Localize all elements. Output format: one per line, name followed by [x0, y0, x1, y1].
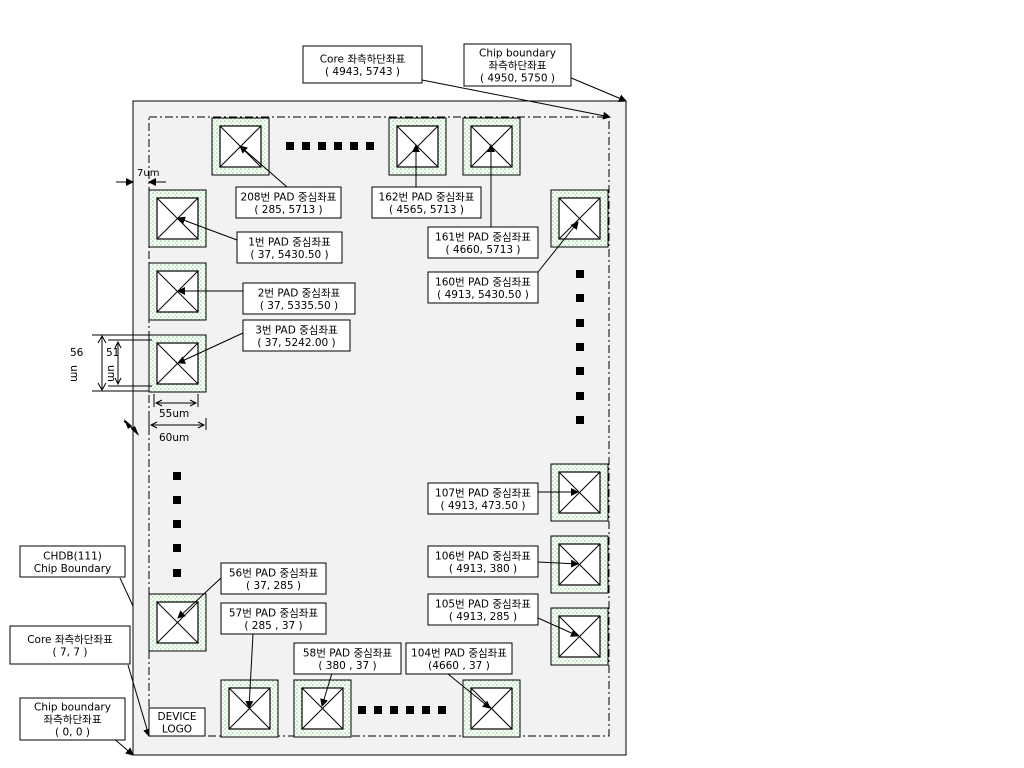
pad-2-label-line-1: 2번 PAD 중심좌표: [258, 287, 341, 299]
pad-162-label-line-1: 162번 PAD 중심좌표: [379, 191, 475, 203]
pad-1: [148, 189, 207, 248]
pad-57: [220, 679, 279, 738]
pad-3-label-line-1: 3번 PAD 중심좌표: [255, 324, 338, 336]
outer-height-unit: um: [68, 365, 80, 382]
device-logo-line-2: LOGO: [162, 723, 192, 735]
gap-dimension-label: 7um: [137, 168, 159, 179]
pad-56: [148, 593, 207, 652]
pad-1-label-line-2: ( 37, 5430.50 ): [250, 249, 328, 261]
pad-group: [148, 117, 609, 738]
pad-57-label-line-1: 57번 PAD 중심좌표: [229, 607, 319, 619]
pad-161-label-line-1: 161번 PAD 중심좌표: [435, 231, 531, 243]
pad-ellipsis-right: [576, 270, 584, 424]
pad-58-label-line-1: 58번 PAD 중심좌표: [303, 647, 393, 659]
pad-ellipsis-bottom: [358, 706, 446, 714]
outer-width-label: 60um: [159, 432, 189, 444]
pad-105-label-line-1: 105번 PAD 중심좌표: [435, 598, 531, 610]
pad-104-label-line-1: 104번 PAD 중심좌표: [411, 647, 507, 659]
pad-106: [550, 535, 609, 594]
pad-3-label-line-2: ( 37, 5242.00 ): [257, 337, 335, 349]
outer-height-value: 56: [70, 347, 84, 359]
pad-58-label: 58번 PAD 중심좌표( 380 , 37 ): [293, 642, 402, 675]
chip-top-right-callout-line-2: 좌측하단좌표: [489, 59, 547, 72]
pad-56-label: 56번 PAD 중심좌표( 37, 285 ): [220, 562, 327, 595]
pad-105-label-line-2: ( 4913, 285 ): [449, 611, 517, 623]
chip-bottom-left-callout-line-2: 좌측하단좌표: [44, 713, 102, 726]
chdb-callout-line-2: Chip Boundary: [34, 563, 111, 575]
pad-105: [550, 607, 609, 666]
pad-56-label-line-2: ( 37, 285 ): [246, 580, 301, 592]
pad-105-label: 105번 PAD 중심좌표( 4913, 285 ): [427, 593, 539, 626]
core-boundary: [148, 116, 610, 737]
pad-208-label-line-1: 208번 PAD 중심좌표: [241, 191, 337, 203]
core-top-right-callout-line-1: Core 좌측하단좌표: [320, 52, 406, 65]
core-bottom-left-callout: Core 좌측하단좌표( 7, 7 ): [9, 625, 131, 665]
pad-107-label: 107번 PAD 중심좌표( 4913, 473.50 ): [427, 482, 539, 515]
pad-57-label: 57번 PAD 중심좌표( 285 , 37 ): [220, 602, 327, 635]
pad-106-label-line-2: ( 4913, 380 ): [449, 563, 517, 575]
pad-160-label: 160번 PAD 중심좌표( 4913, 5430.50 ): [427, 271, 539, 304]
pad-107-label-line-2: ( 4913, 473.50 ): [440, 500, 525, 512]
core-bottom-left-callout-line-2: ( 7, 7 ): [53, 646, 88, 658]
inner-height-value: 51: [106, 347, 119, 359]
pad-161-label: 161번 PAD 중심좌표( 4660, 5713 ): [427, 226, 539, 259]
pad-ellipsis-left: [173, 472, 181, 577]
chip-top-right-callout-line-3: ( 4950, 5750 ): [480, 73, 555, 85]
pad-104-label-line-2: (4660 , 37 ): [428, 660, 490, 672]
pad-161-label-line-2: ( 4660, 5713 ): [446, 244, 521, 256]
pad-160-label-line-1: 160번 PAD 중심좌표: [435, 276, 531, 288]
pad-2-label-line-2: ( 37, 5335.50 ): [260, 300, 338, 312]
inner-height-unit: um: [105, 365, 117, 382]
pad-leader-lines: [177, 144, 579, 709]
inner-width-label: 55um: [159, 408, 189, 420]
device-logo-line-1: DEVICE: [158, 711, 197, 723]
pad-56-label-line-1: 56번 PAD 중심좌표: [229, 567, 319, 579]
pad-162: [388, 117, 447, 176]
pad-162-label: 162번 PAD 중심좌표( 4565, 5713 ): [371, 186, 482, 219]
pad-58: [293, 679, 352, 738]
chdb-callout: CHDB(111)Chip Boundary: [19, 545, 126, 578]
callout-labels: Core 좌측하단좌표( 4943, 5743 )Chip boundary좌측…: [9, 43, 572, 741]
pad-58-label-line-2: ( 380 , 37 ): [318, 660, 376, 672]
pad-106-label-line-1: 106번 PAD 중심좌표: [435, 550, 531, 562]
pad-208-label-line-2: ( 285, 5713 ): [254, 204, 322, 216]
core-top-right-callout: Core 좌측하단좌표( 4943, 5743 ): [302, 45, 423, 84]
pad-104: [462, 679, 521, 738]
dimension-annotations: [92, 178, 207, 436]
pad-1-label-line-1: 1번 PAD 중심좌표: [248, 236, 331, 248]
core-top-right-callout-line-2: ( 4943, 5743 ): [325, 66, 400, 78]
pad-106-label: 106번 PAD 중심좌표( 4913, 380 ): [427, 545, 539, 578]
pad-1-label: 1번 PAD 중심좌표( 37, 5430.50 ): [236, 231, 343, 264]
pad-3-label: 3번 PAD 중심좌표( 37, 5242.00 ): [242, 319, 351, 352]
pad-107-label-line-1: 107번 PAD 중심좌표: [435, 487, 531, 499]
pad-208-label: 208번 PAD 중심좌표( 285, 5713 ): [235, 186, 342, 219]
chdb-callout-line-1: CHDB(111): [43, 550, 102, 562]
pad-57-label-line-2: ( 285 , 37 ): [244, 620, 302, 632]
chip-bottom-left-callout-line-1: Chip boundary: [34, 702, 111, 714]
pad-3: [148, 334, 207, 393]
core-bottom-left-callout-line-1: Core 좌측하단좌표: [27, 633, 113, 646]
pad-162-label-line-2: ( 4565, 5713 ): [389, 204, 464, 216]
pad-2-label: 2번 PAD 중심좌표( 37, 5335.50 ): [242, 282, 356, 315]
chip-top-right-callout-line-1: Chip boundary: [479, 48, 556, 60]
pad-160-label-line-2: ( 4913, 5430.50 ): [437, 289, 529, 301]
pad-ellipsis-top: [286, 142, 374, 150]
chip-bottom-left-callout-line-3: ( 0, 0 ): [55, 727, 90, 739]
pad-160: [550, 189, 609, 248]
pad-104-label: 104번 PAD 중심좌표(4660 , 37 ): [405, 642, 513, 675]
